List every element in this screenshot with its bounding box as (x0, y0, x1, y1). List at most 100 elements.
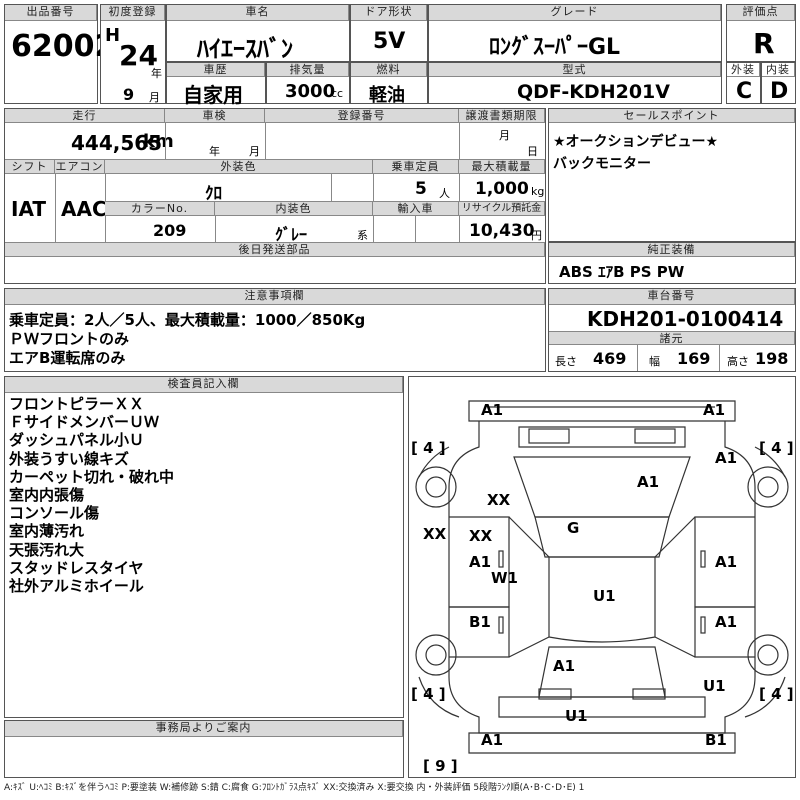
width: 169 (677, 349, 711, 368)
notes-panel: 注意事項欄 乗車定員：2人／5人、最大積載量：1000／850Kg ＰＷフロント… (4, 288, 546, 372)
equipment-header: 純正装備 (549, 243, 795, 257)
inspector-note: ＦサイドメンバーＵＷ (9, 413, 160, 432)
car-name-cell: 車名 ﾊｲｴｰｽﾊﾞﾝ (166, 4, 350, 63)
equipment-panel: 純正装備 ABS ｴｱB PS PW (548, 242, 796, 284)
max-load-unit: kg (531, 185, 545, 198)
damage-roof: U1 (593, 587, 616, 605)
parts-header: 後日発送部品 (5, 243, 545, 257)
length-label: 長さ (555, 355, 577, 368)
shift-header: シフト (5, 160, 55, 174)
sales-point-2: バックモニター (553, 156, 651, 172)
damage-rear-bumper: U1 (565, 707, 588, 725)
damage-rear-left: A1 (481, 731, 504, 749)
inspection-month-unit: 月 (249, 145, 260, 158)
displacement-unit: cc (331, 87, 344, 100)
inspector-note: ダッシュパネル小Ｕ (9, 431, 145, 450)
fuel-header: 燃料 (351, 63, 427, 77)
note-line-3: エアB運転席のみ (9, 349, 126, 367)
mileage-header: 走行 (5, 109, 165, 123)
tire-front-left: [ 4 ] (411, 439, 446, 457)
inspection-header: 車検 (165, 109, 265, 123)
history-cell: 車歴 自家用 (166, 62, 266, 107)
notes-header: 注意事項欄 (5, 289, 545, 305)
model-header: 型式 (429, 63, 721, 77)
inspector-note: 室内内張傷 (9, 486, 85, 505)
damage-hood: A1 (637, 473, 660, 491)
exterior-grade: C (736, 79, 753, 104)
tire-front-right: [ 4 ] (759, 439, 794, 457)
fuel-cell: 燃料 軽油 (350, 62, 428, 106)
era: H (105, 25, 121, 46)
transfer-day-unit: 日 (527, 145, 538, 158)
chassis-number: KDH201-0100414 (587, 307, 784, 331)
mileage: 444,565 (71, 131, 163, 155)
door-type: 5V (373, 29, 406, 54)
exterior-color: ｸﾛ (205, 184, 222, 204)
interior-grade: D (770, 79, 789, 104)
recycle-header: リサイクル預託金 (459, 202, 545, 216)
damage-front-left: A1 (481, 401, 504, 419)
first-registration-cell: 初度登録 H 24 年 9 月 (100, 4, 166, 104)
capacity-header: 乗車定員 (373, 160, 459, 174)
inspection-year-unit: 年 (209, 145, 220, 158)
inspector-note: 外装うすい線キズ (9, 449, 130, 468)
lot-number-header: 出品番号 (5, 5, 97, 21)
year-unit: 年 (151, 67, 162, 80)
height: 198 (755, 349, 789, 368)
damage-rear-right-corner: B1 (705, 731, 727, 749)
interior-grade-cell: 内装 D (761, 62, 796, 104)
interior-color-unit: 系 (357, 229, 368, 242)
history-header: 車歴 (167, 63, 265, 77)
reg-year: 24 (119, 39, 158, 72)
displacement-cell: 排気量 3000 cc (266, 62, 350, 104)
lot-number-cell: 出品番号 62002 (4, 4, 115, 104)
inspector-note: 天張汚れ大 (9, 540, 85, 559)
note-line-1: 乗車定員：2人／5人、最大積載量：1000／850Kg (9, 311, 366, 329)
chassis-panel: 車台番号 KDH201-0100414 諸元 長さ 469 幅 169 高さ 1… (548, 288, 796, 372)
capacity-unit: 人 (439, 187, 450, 200)
inspector-note: 室内薄汚れ (9, 522, 85, 541)
inspector-note: 社外アルミホイール (9, 577, 144, 596)
grade: ﾛﾝｸﾞｽｰﾊﾟｰGL (489, 35, 621, 60)
recycle-unit: 円 (531, 229, 542, 242)
displacement-header: 排気量 (267, 63, 349, 77)
office-header: 事務局よりご案内 (5, 721, 403, 737)
car-name: ﾊｲｴｰｽﾊﾞﾝ (197, 35, 293, 63)
reg-month: 9 (123, 85, 135, 104)
exterior-grade-cell: 外装 C (726, 62, 761, 104)
length: 469 (593, 349, 627, 368)
capacity: 5 (415, 179, 427, 199)
inspector-header: 検査員記入欄 (5, 377, 403, 393)
inspector-note: スタッドレスタイヤ (9, 558, 144, 577)
height-label: 高さ (727, 355, 749, 368)
damage-door-right-1: A1 (715, 553, 738, 571)
inspector-note: フロントピラーＸＸ (9, 395, 145, 413)
note-line-2: ＰＷフロントのみ (9, 330, 130, 348)
history: 自家用 (183, 83, 243, 107)
import-header: 輸入車 (373, 202, 459, 216)
car-name-header: 車名 (167, 5, 349, 21)
door-cell: ドア形状 5V (350, 4, 428, 62)
reg-no-header: 登録番号 (265, 109, 459, 123)
damage-door-left-inner: XX (469, 527, 493, 545)
damage-rear-right: U1 (703, 677, 726, 695)
model: QDF-KDH201V (517, 81, 670, 103)
interior-color: ｸﾞﾚｰ (275, 225, 308, 244)
exterior-header: 外装 (727, 63, 760, 77)
sales-point-1: ★オークションデビュー★ (553, 134, 719, 150)
damage-door-left-1: A1 (469, 553, 492, 571)
vehicle-details-panel: 走行 車検 登録番号 譲渡書類期限 444,565 km 年 月 月 日 シフト… (4, 108, 546, 284)
specs-header: 諸元 (549, 331, 795, 345)
inspector-panel: 検査員記入欄 フロントピラーＸＸ ＦサイドメンバーＵＷ ダッシュパネル小Ｕ 外装… (4, 376, 404, 718)
equipment: ABS ｴｱB PS PW (559, 263, 685, 281)
color-no-header: カラーNo. (105, 202, 215, 216)
grade-header: グレード (429, 5, 721, 21)
damage-front-right: A1 (703, 401, 726, 419)
transfer-header: 譲渡書類期限 (459, 109, 545, 123)
office-panel: 事務局よりご案内 (4, 720, 404, 778)
width-label: 幅 (649, 355, 660, 368)
car-outline-diagram (415, 400, 789, 754)
ac-header: エアコン (55, 160, 105, 174)
first-registration-header: 初度登録 (101, 5, 165, 21)
sales-point-panel: セールスポイント ★オークションデビュー★ バックモニター (548, 108, 796, 242)
